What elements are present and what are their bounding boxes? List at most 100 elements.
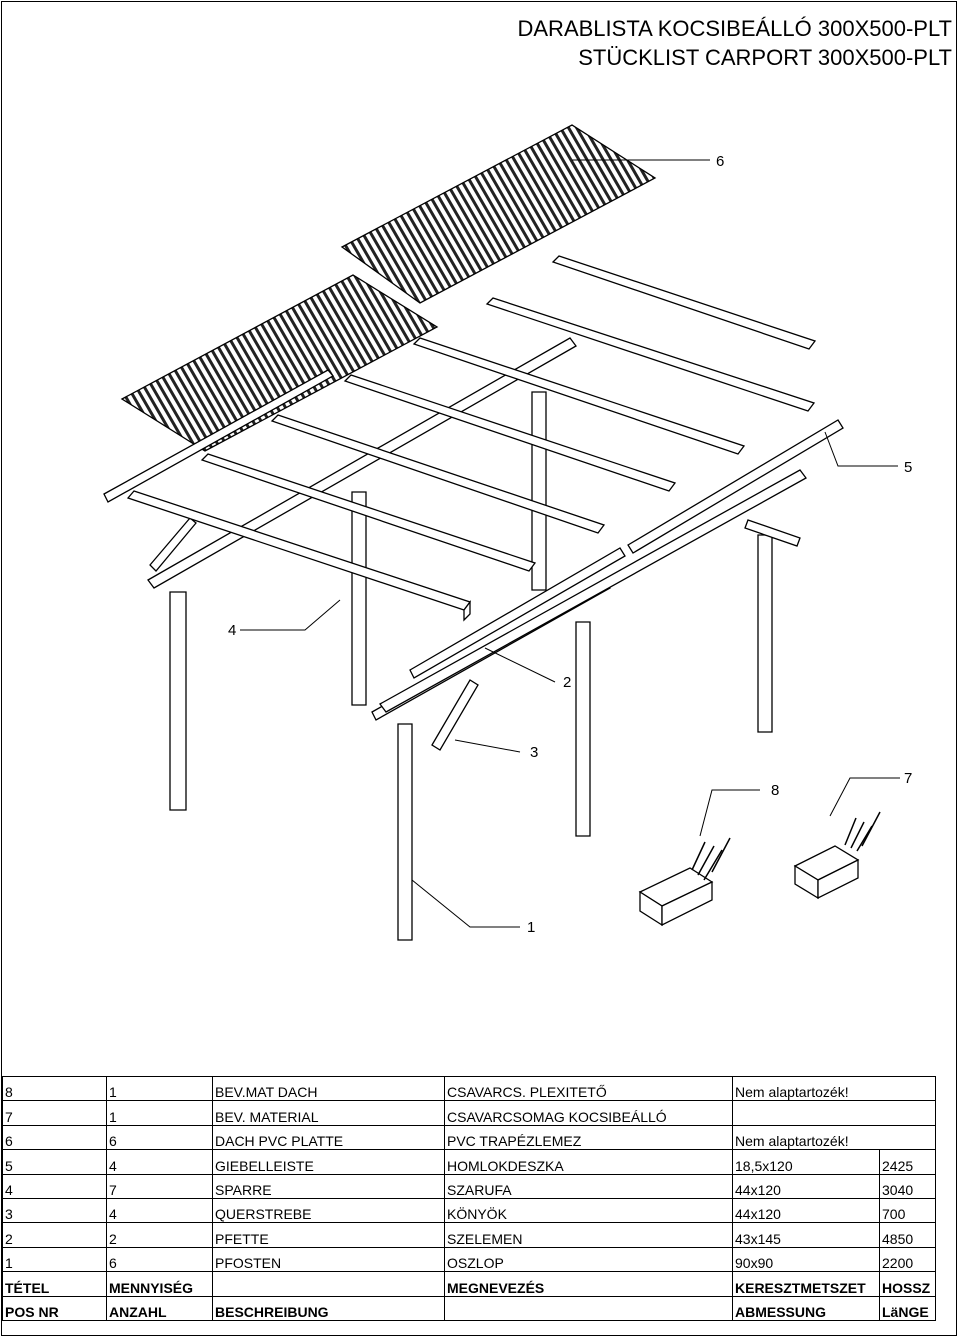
- cell-desc-hu: SZARUFA: [444, 1173, 733, 1199]
- cell-desc-de: PFOSTEN: [212, 1246, 445, 1272]
- cell-desc-de: QUERSTREBE: [212, 1197, 445, 1223]
- table-row: 7 1 BEV. MATERIAL CSAVARCSOMAG KOCSIBEÁL…: [2, 1100, 937, 1126]
- cell-size: 44x120: [732, 1197, 880, 1223]
- leader-3: [454, 739, 521, 753]
- header-pos: POS NR: [2, 1295, 107, 1321]
- roof-sheet-upper: [340, 124, 657, 304]
- callout-7: 7: [904, 770, 913, 787]
- cell-qty: 1: [106, 1100, 213, 1126]
- cell-desc-hu: HOMLOKDESZKA: [444, 1149, 733, 1175]
- callout-8: 8: [771, 782, 780, 799]
- leader-1: [411, 879, 520, 928]
- table-header-german: POS NR ANZAHL BESCHREIBUNG ABMESSUNG LäN…: [2, 1295, 937, 1321]
- header-desc-hu: [444, 1295, 733, 1321]
- cell-note: [731, 1100, 937, 1126]
- header-qty: MENNYISÉG: [106, 1271, 213, 1297]
- cell-qty: 6: [106, 1246, 213, 1272]
- cell-qty: 4: [106, 1197, 213, 1223]
- cell-desc-de: DACH PVC PLATTE: [212, 1124, 445, 1150]
- cell-pos: 8: [2, 1075, 107, 1101]
- brace-back-left: [149, 517, 197, 572]
- leader-4: [240, 599, 341, 631]
- cell-desc-hu: PVC TRAPÉZLEMEZ: [444, 1124, 733, 1150]
- rafter-6: [485, 297, 816, 412]
- cell-qty: 2: [106, 1222, 213, 1248]
- carport-drawing: [103, 124, 900, 941]
- callout-2: 2: [563, 674, 572, 691]
- cell-pos: 4: [2, 1173, 107, 1199]
- cell-desc-de: PFETTE: [212, 1222, 445, 1248]
- cell-qty: 7: [106, 1173, 213, 1199]
- post-back-right: [531, 391, 547, 591]
- back-purlin: [147, 337, 577, 589]
- front-purlin: [379, 469, 807, 713]
- post-front-right: [757, 534, 773, 733]
- cell-pos: 6: [2, 1124, 107, 1150]
- cell-desc-de: GIEBELLEISTE: [212, 1149, 445, 1175]
- cell-pos: 5: [2, 1149, 107, 1175]
- post-back-left: [169, 591, 187, 811]
- header-desc-de: BESCHREIBUNG: [212, 1295, 445, 1321]
- fascia-left: [103, 369, 335, 503]
- leader-8: [699, 789, 760, 837]
- cell-size: 44x120: [732, 1173, 880, 1199]
- header-size: ABMESSUNG: [732, 1295, 880, 1321]
- cell-pos: 1: [2, 1246, 107, 1272]
- table-row: 8 1 BEV.MAT DACH CSAVARCS. PLEXITETŐ Nem…: [2, 1075, 937, 1101]
- callout-3: 3: [530, 744, 539, 761]
- callout-6: 6: [716, 153, 725, 170]
- rafter-1-end: [463, 600, 471, 622]
- roof-sheet-lower: [120, 274, 439, 452]
- table-row: 4 7 SPARRE SZARUFA 44x120 3040: [2, 1173, 937, 1199]
- header-qty: ANZAHL: [106, 1295, 213, 1321]
- header-size: KERESZTMETSZET: [732, 1271, 880, 1297]
- table-row: 3 4 QUERSTREBE KÖNYÖK 44x120 700: [2, 1197, 937, 1223]
- table-row: 1 6 PFOSTEN OSZLOP 90x90 2200: [2, 1246, 937, 1272]
- cell-length: 3040: [878, 1173, 937, 1199]
- cell-pos: 3: [2, 1197, 107, 1223]
- post-front-mid: [575, 621, 591, 837]
- header-pos: TÉTEL: [2, 1271, 107, 1297]
- cell-desc-de: BEV. MATERIAL: [212, 1100, 445, 1126]
- cell-qty: 1: [106, 1075, 213, 1101]
- cell-qty: 6: [106, 1124, 213, 1150]
- leader-2: [484, 647, 556, 683]
- cell-pos: 7: [2, 1100, 107, 1126]
- header-desc-hu: MEGNEVEZÉS: [444, 1271, 733, 1297]
- cell-desc-hu: CSAVARCS. PLEXITETŐ: [444, 1075, 733, 1101]
- callout-1: 1: [527, 919, 536, 936]
- table-row: 6 6 DACH PVC PLATTE PVC TRAPÉZLEMEZ Nem …: [2, 1124, 937, 1150]
- leader-7: [829, 777, 900, 817]
- cell-desc-hu: KÖNYÖK: [444, 1197, 733, 1223]
- fascia-right: [627, 419, 844, 554]
- post-back-mid: [351, 491, 367, 706]
- cell-pos: 2: [2, 1222, 107, 1248]
- fascia-front-upper: [409, 547, 626, 679]
- parts-list-table: 8 1 BEV.MAT DACH CSAVARCS. PLEXITETŐ Nem…: [2, 1075, 937, 1321]
- brace-right: [744, 519, 801, 547]
- cell-length: 2425: [878, 1149, 937, 1175]
- post-front-left: [397, 723, 413, 941]
- cell-note: Nem alaptartozék!: [731, 1124, 937, 1150]
- rafter-7: [551, 255, 817, 350]
- brace-front: [431, 679, 479, 751]
- rafter-3: [270, 414, 606, 534]
- cell-length: 700: [878, 1197, 937, 1223]
- rafter-2: [200, 453, 537, 572]
- rafter-5: [412, 337, 746, 455]
- table-row: 2 2 PFETTE SZELEMEN 43x145 4850: [2, 1222, 937, 1248]
- cell-size: 18,5x120: [732, 1149, 880, 1175]
- cell-desc-de: BEV.MAT DACH: [212, 1075, 445, 1101]
- leader-5: [824, 431, 898, 467]
- header-desc-de: [212, 1271, 445, 1297]
- cell-size: 90x90: [732, 1246, 880, 1272]
- table-header-hungarian: TÉTEL MENNYISÉG MEGNEVEZÉS KERESZTMETSZE…: [2, 1271, 937, 1297]
- cell-length: 2200: [878, 1246, 937, 1272]
- rafter-4: [343, 374, 677, 492]
- table-row: 5 4 GIEBELLEISTE HOMLOKDESZKA 18,5x120 2…: [2, 1149, 937, 1175]
- cell-note: Nem alaptartozék!: [731, 1075, 937, 1101]
- cell-qty: 4: [106, 1149, 213, 1175]
- title-hungarian: DARABLISTA KOCSIBEÁLLÓ 300X500-PLT: [517, 16, 953, 41]
- callout-5: 5: [904, 459, 913, 476]
